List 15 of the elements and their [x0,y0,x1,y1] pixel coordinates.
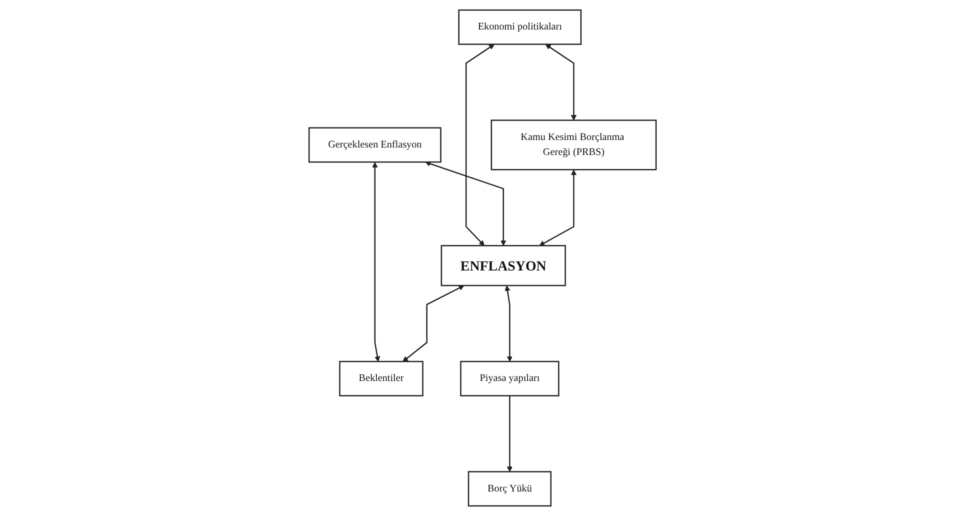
arrow [505,286,513,362]
node-box: Kamu Kesimi Borçlanma Gereği (PRBS) [491,120,658,170]
node-box: Borç Yükü [468,471,552,507]
arrow [507,396,513,472]
node-box: Ekonomi politikaları [458,9,582,45]
node-box: Beklentiler [340,360,424,396]
arrow [540,170,577,246]
arrow [403,285,465,362]
arrow [372,162,381,362]
node-box: Gerçeklesen Enflasyon [308,127,442,163]
arrow [546,44,577,121]
node-box: ENFLASYON [441,245,566,286]
node-box: Piyasa yapıları [460,360,560,396]
arrow [466,44,495,246]
arrow [426,161,507,246]
